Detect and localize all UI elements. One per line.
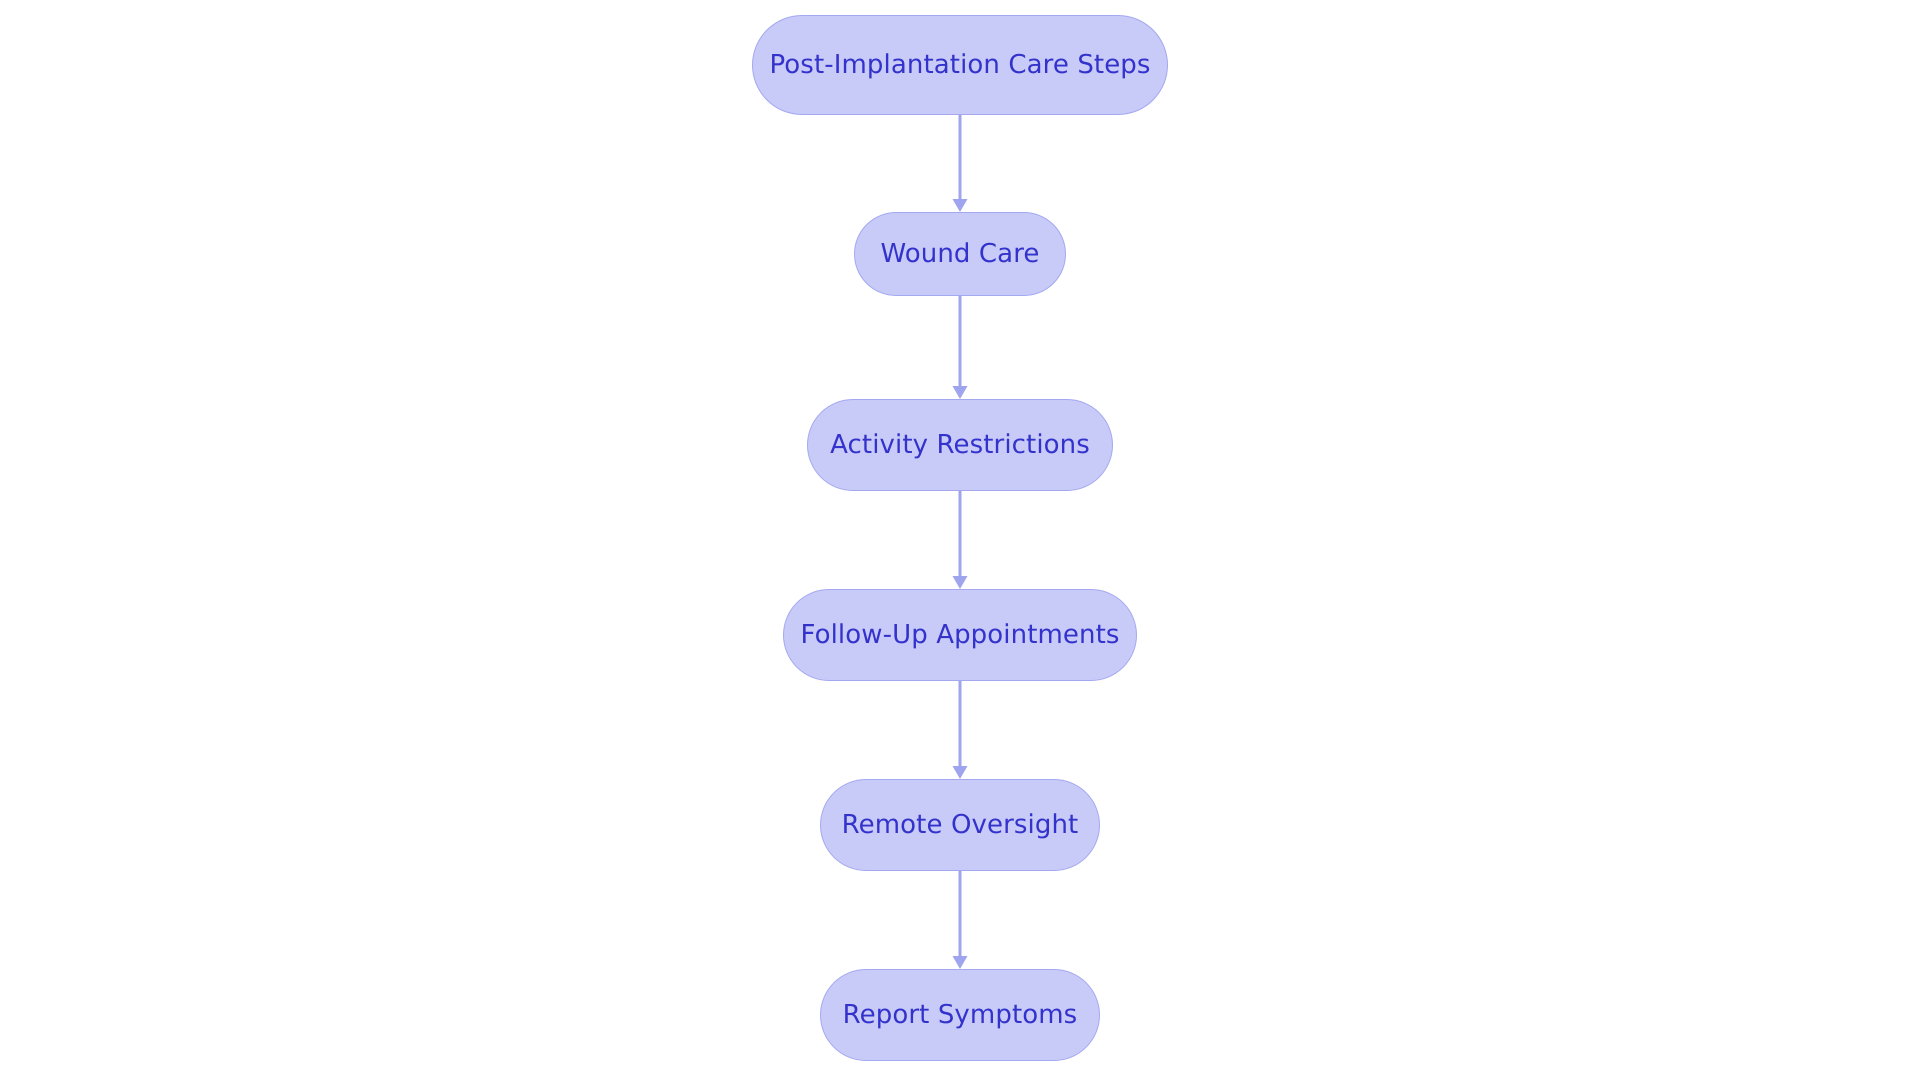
flow-node-label: Follow-Up Appointments xyxy=(800,620,1120,650)
edge-arrowhead xyxy=(952,956,968,969)
edge-arrowhead xyxy=(952,576,968,589)
flow-node-follow-up-appointments[interactable]: Follow-Up Appointments xyxy=(783,589,1137,681)
flow-node-label: Wound Care xyxy=(880,239,1040,269)
flow-node-label: Report Symptoms xyxy=(842,1000,1078,1030)
flow-node-remote-oversight[interactable]: Remote Oversight xyxy=(820,779,1100,871)
flow-node-label: Post-Implantation Care Steps xyxy=(769,50,1151,80)
flow-node-label: Activity Restrictions xyxy=(830,430,1090,460)
flow-node-wound-care[interactable]: Wound Care xyxy=(854,212,1066,296)
edge-arrowhead xyxy=(952,386,968,399)
flow-node-report-symptoms[interactable]: Report Symptoms xyxy=(820,969,1100,1061)
edges-group xyxy=(952,115,968,969)
flow-node-activity-restrictions[interactable]: Activity Restrictions xyxy=(807,399,1113,491)
edge-arrowhead xyxy=(952,766,968,779)
edge-arrowhead xyxy=(952,199,968,212)
flow-node-post-implantation-care-steps[interactable]: Post-Implantation Care Steps xyxy=(752,15,1168,115)
flow-node-label: Remote Oversight xyxy=(841,810,1079,840)
